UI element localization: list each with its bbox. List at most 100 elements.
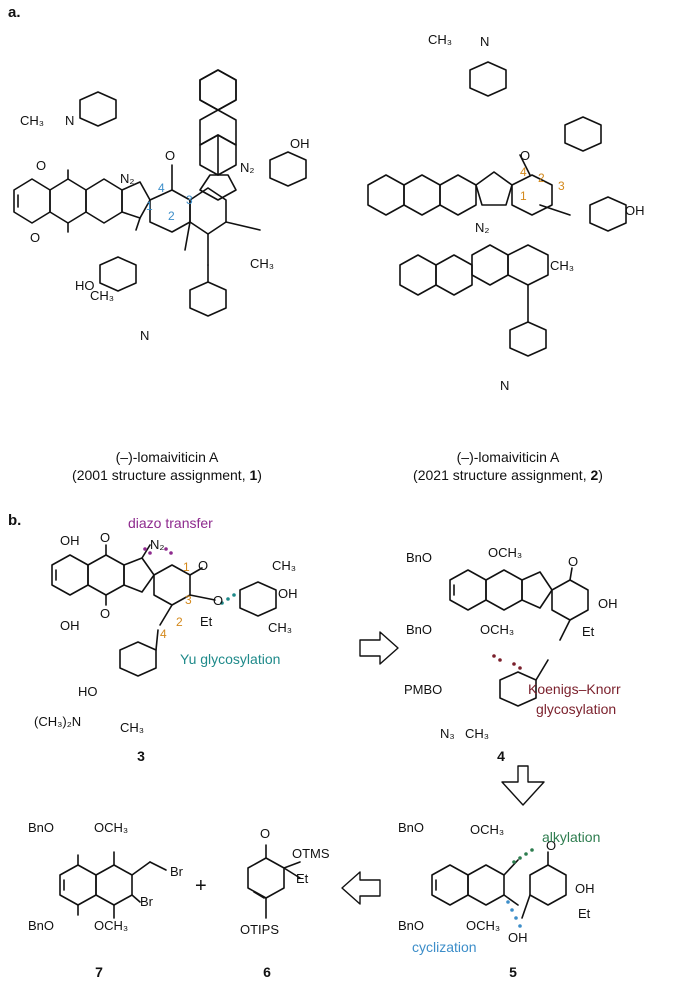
s4-ring-a xyxy=(449,569,487,611)
s1-atom-N3: N xyxy=(140,328,149,343)
disconnect-dots xyxy=(143,547,534,928)
label-diazo-transfer: diazo transfer xyxy=(128,515,213,531)
s2-atom-N: N xyxy=(480,34,489,49)
s2-locant-1: 1 xyxy=(520,189,527,203)
s4-atom-O: O xyxy=(568,554,578,569)
s2-ring-b xyxy=(403,174,441,216)
s3-locant-1: 1 xyxy=(183,560,190,574)
s2-sugar-top xyxy=(469,61,507,97)
label-koenigs-2: glycosylation xyxy=(536,701,616,717)
s1-atom-HO: HO xyxy=(75,278,95,293)
s1-atom-NMe: CH₃ xyxy=(20,113,44,128)
s4-atom-CH3: CH₃ xyxy=(465,726,489,741)
s6-atom-O: O xyxy=(260,826,270,841)
s1-locant-2: 2 xyxy=(168,209,175,223)
s1-atom-Et: CH₃ xyxy=(250,256,274,271)
s1-sugar-right xyxy=(269,151,307,187)
s3-locant-4: 4 xyxy=(160,627,167,641)
s3-atom-OH-right: OH xyxy=(278,586,298,601)
s2-atom-OH: OH xyxy=(625,203,645,218)
s2-ring-f xyxy=(471,244,509,286)
s3-atom-O-glyc: O xyxy=(213,593,223,608)
s7-atom-Br2: Br xyxy=(140,894,154,909)
s4-atom-BnO-top: BnO xyxy=(406,550,432,565)
compound-number-7: 7 xyxy=(95,964,103,980)
s4-atom-Et: Et xyxy=(582,624,595,639)
s3-atom-CH3-right: CH₃ xyxy=(268,620,292,635)
s1-atom-OH: OH xyxy=(290,136,310,151)
s1-ring-b xyxy=(49,178,87,224)
s1-ring-c xyxy=(85,178,123,224)
s2-sugar-right1 xyxy=(564,116,602,152)
s2-atom-CH3: CH₃ xyxy=(428,32,452,47)
s3-atom-HO: HO xyxy=(78,684,98,699)
s4-atom-PMBO: PMBO xyxy=(404,682,442,697)
plus-sign: + xyxy=(195,875,207,897)
s7-atom-OCH3-top: OCH₃ xyxy=(94,820,128,835)
s1-ring-h xyxy=(199,69,237,111)
s2-locant-4: 4 xyxy=(520,165,527,179)
s5-atom-BnO-bot: BnO xyxy=(398,918,424,933)
s3-locant-3: 3 xyxy=(185,593,192,607)
caption-compound-2: (–)-lomaiviticin A (2021 structure assig… xyxy=(398,448,618,484)
s3-ring-b xyxy=(87,554,125,596)
s1-atom-N2: N₂ xyxy=(120,171,134,186)
panel-label-b: b. xyxy=(8,512,22,529)
s2-atom-N2: N₂ xyxy=(475,220,489,235)
s7-atom-Br1: Br xyxy=(170,864,184,879)
s2-ring-a xyxy=(367,174,405,216)
s2-sugar-bottom xyxy=(509,321,547,357)
s4-atom-N3: N₃ xyxy=(440,726,455,741)
s4-ring-b xyxy=(485,569,523,611)
s3-ring-c xyxy=(123,557,155,593)
s4-atom-OCH3-top: OCH₃ xyxy=(488,545,522,560)
s2-sugar-right2 xyxy=(589,196,627,232)
s1-ring-j xyxy=(199,174,237,201)
caption-1-number: 1 xyxy=(249,467,258,483)
s3-atom-CH3-top: CH₃ xyxy=(272,558,296,573)
s3-atom-CH3-bot: CH₃ xyxy=(120,720,144,735)
structure-4 xyxy=(449,567,589,707)
s1-locant-3: 3 xyxy=(186,193,193,207)
retro-arrow-4-to-5 xyxy=(501,765,545,806)
caption-1-assignment: (2001 structure assignment, 1) xyxy=(72,467,262,483)
s3-atom-O-ketone: O xyxy=(198,558,208,573)
s3-atom-Et: Et xyxy=(200,614,213,629)
s3-atom-OH-bot: OH xyxy=(60,618,80,633)
s7-atom-BnO-top: BnO xyxy=(28,820,54,835)
s3-atom-OH-top: OH xyxy=(60,533,80,548)
s1-atom-OMe: CH₃ xyxy=(90,288,114,303)
s5-atom-OCH3-bot: OCH₃ xyxy=(466,918,500,933)
label-alkylation: alkylation xyxy=(542,829,600,845)
s3-atom-NMe2: (CH₃)₂N xyxy=(34,714,81,729)
caption-2-number: 2 xyxy=(590,467,599,483)
s5-atom-Et: Et xyxy=(578,906,591,921)
s1-sugar-lowleft xyxy=(99,256,137,292)
s6-atom-Et: Et xyxy=(296,871,309,886)
structure-5 xyxy=(431,851,567,919)
s1-sugar-top xyxy=(79,91,117,127)
s3-atom-N2: N₂ xyxy=(150,537,164,552)
s4-atom-BnO-bot: BnO xyxy=(406,622,432,637)
s7-ring-b xyxy=(95,864,133,906)
label-cyclization: cyclization xyxy=(412,939,477,955)
s3-atom-O-bot: O xyxy=(100,606,110,621)
s2-locant-3: 3 xyxy=(558,179,565,193)
s5-atom-OH-low: OH xyxy=(508,930,528,945)
s4-atom-OCH3-bot: OCH₃ xyxy=(480,622,514,637)
s4-atom-OH: OH xyxy=(598,596,618,611)
s5-atom-O: O xyxy=(546,838,556,853)
structure-3 xyxy=(51,544,277,677)
s3-atom-O-top: O xyxy=(100,530,110,545)
structure-1 xyxy=(13,69,307,317)
s3-ring-a xyxy=(51,554,89,596)
s1-atom-O2: O xyxy=(30,230,40,245)
s1-locant-1: 1 xyxy=(146,199,153,213)
s2-ring-c xyxy=(439,174,477,216)
structure-6 xyxy=(247,844,301,919)
s7-ring-a xyxy=(59,864,97,906)
s5-atom-BnO-top: BnO xyxy=(398,820,424,835)
s6-atom-OTIPS: OTIPS xyxy=(240,922,279,937)
label-yu-glycosylation: Yu glycosylation xyxy=(180,651,280,667)
